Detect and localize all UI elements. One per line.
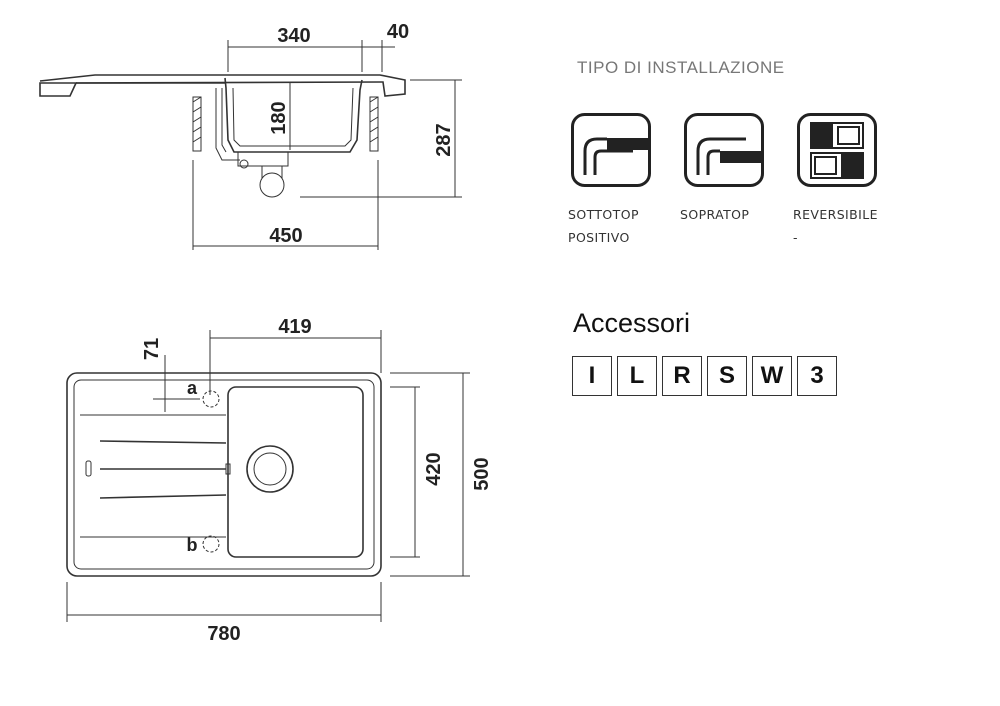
plan-view	[66, 330, 470, 622]
topmount-sink-icon	[684, 113, 764, 187]
undermount-sink-icon	[571, 113, 651, 187]
install-label-reversibile: REVERSIBILE	[793, 207, 878, 222]
dim-bowl-width: 340	[277, 25, 310, 47]
dim-overall-height: 287	[433, 123, 455, 156]
install-sublabel-reversibile: -	[793, 230, 798, 245]
reversible-sink-icon	[797, 113, 877, 187]
dim-bowl-depth: 180	[268, 101, 290, 134]
dim-bowl-length: 419	[278, 316, 311, 338]
tap-hole-b-label: b	[187, 535, 198, 555]
technical-drawing: 340 40 180 287 450	[39, 21, 493, 645]
accessories-list: I L R S W 3	[572, 356, 837, 396]
accessories-title: Accessori	[573, 308, 691, 338]
install-label-sottotop: SOTTOTOP	[568, 207, 639, 222]
install-label-sopratop: SOPRATOP	[680, 207, 750, 222]
section-view	[39, 40, 462, 250]
accessory-code: R	[662, 356, 702, 396]
accessory-code: I	[572, 356, 612, 396]
install-sublabel-sottotop: POSITIVO	[568, 230, 630, 245]
accessory-code: 3	[797, 356, 837, 396]
dim-overall-depth: 500	[471, 457, 493, 490]
dim-cabinet-width: 450	[269, 225, 302, 247]
dim-hole-offset: 71	[141, 338, 163, 360]
accessory-code: S	[707, 356, 747, 396]
dim-bowl-height: 420	[423, 452, 445, 485]
accessory-code: W	[752, 356, 792, 396]
tap-hole-a-label: a	[187, 378, 198, 398]
accessory-code: L	[617, 356, 657, 396]
installation-title: TIPO DI INSTALLAZIONE	[577, 58, 785, 77]
dim-overall-width: 780	[207, 623, 240, 645]
dim-rim-offset: 40	[387, 21, 409, 43]
